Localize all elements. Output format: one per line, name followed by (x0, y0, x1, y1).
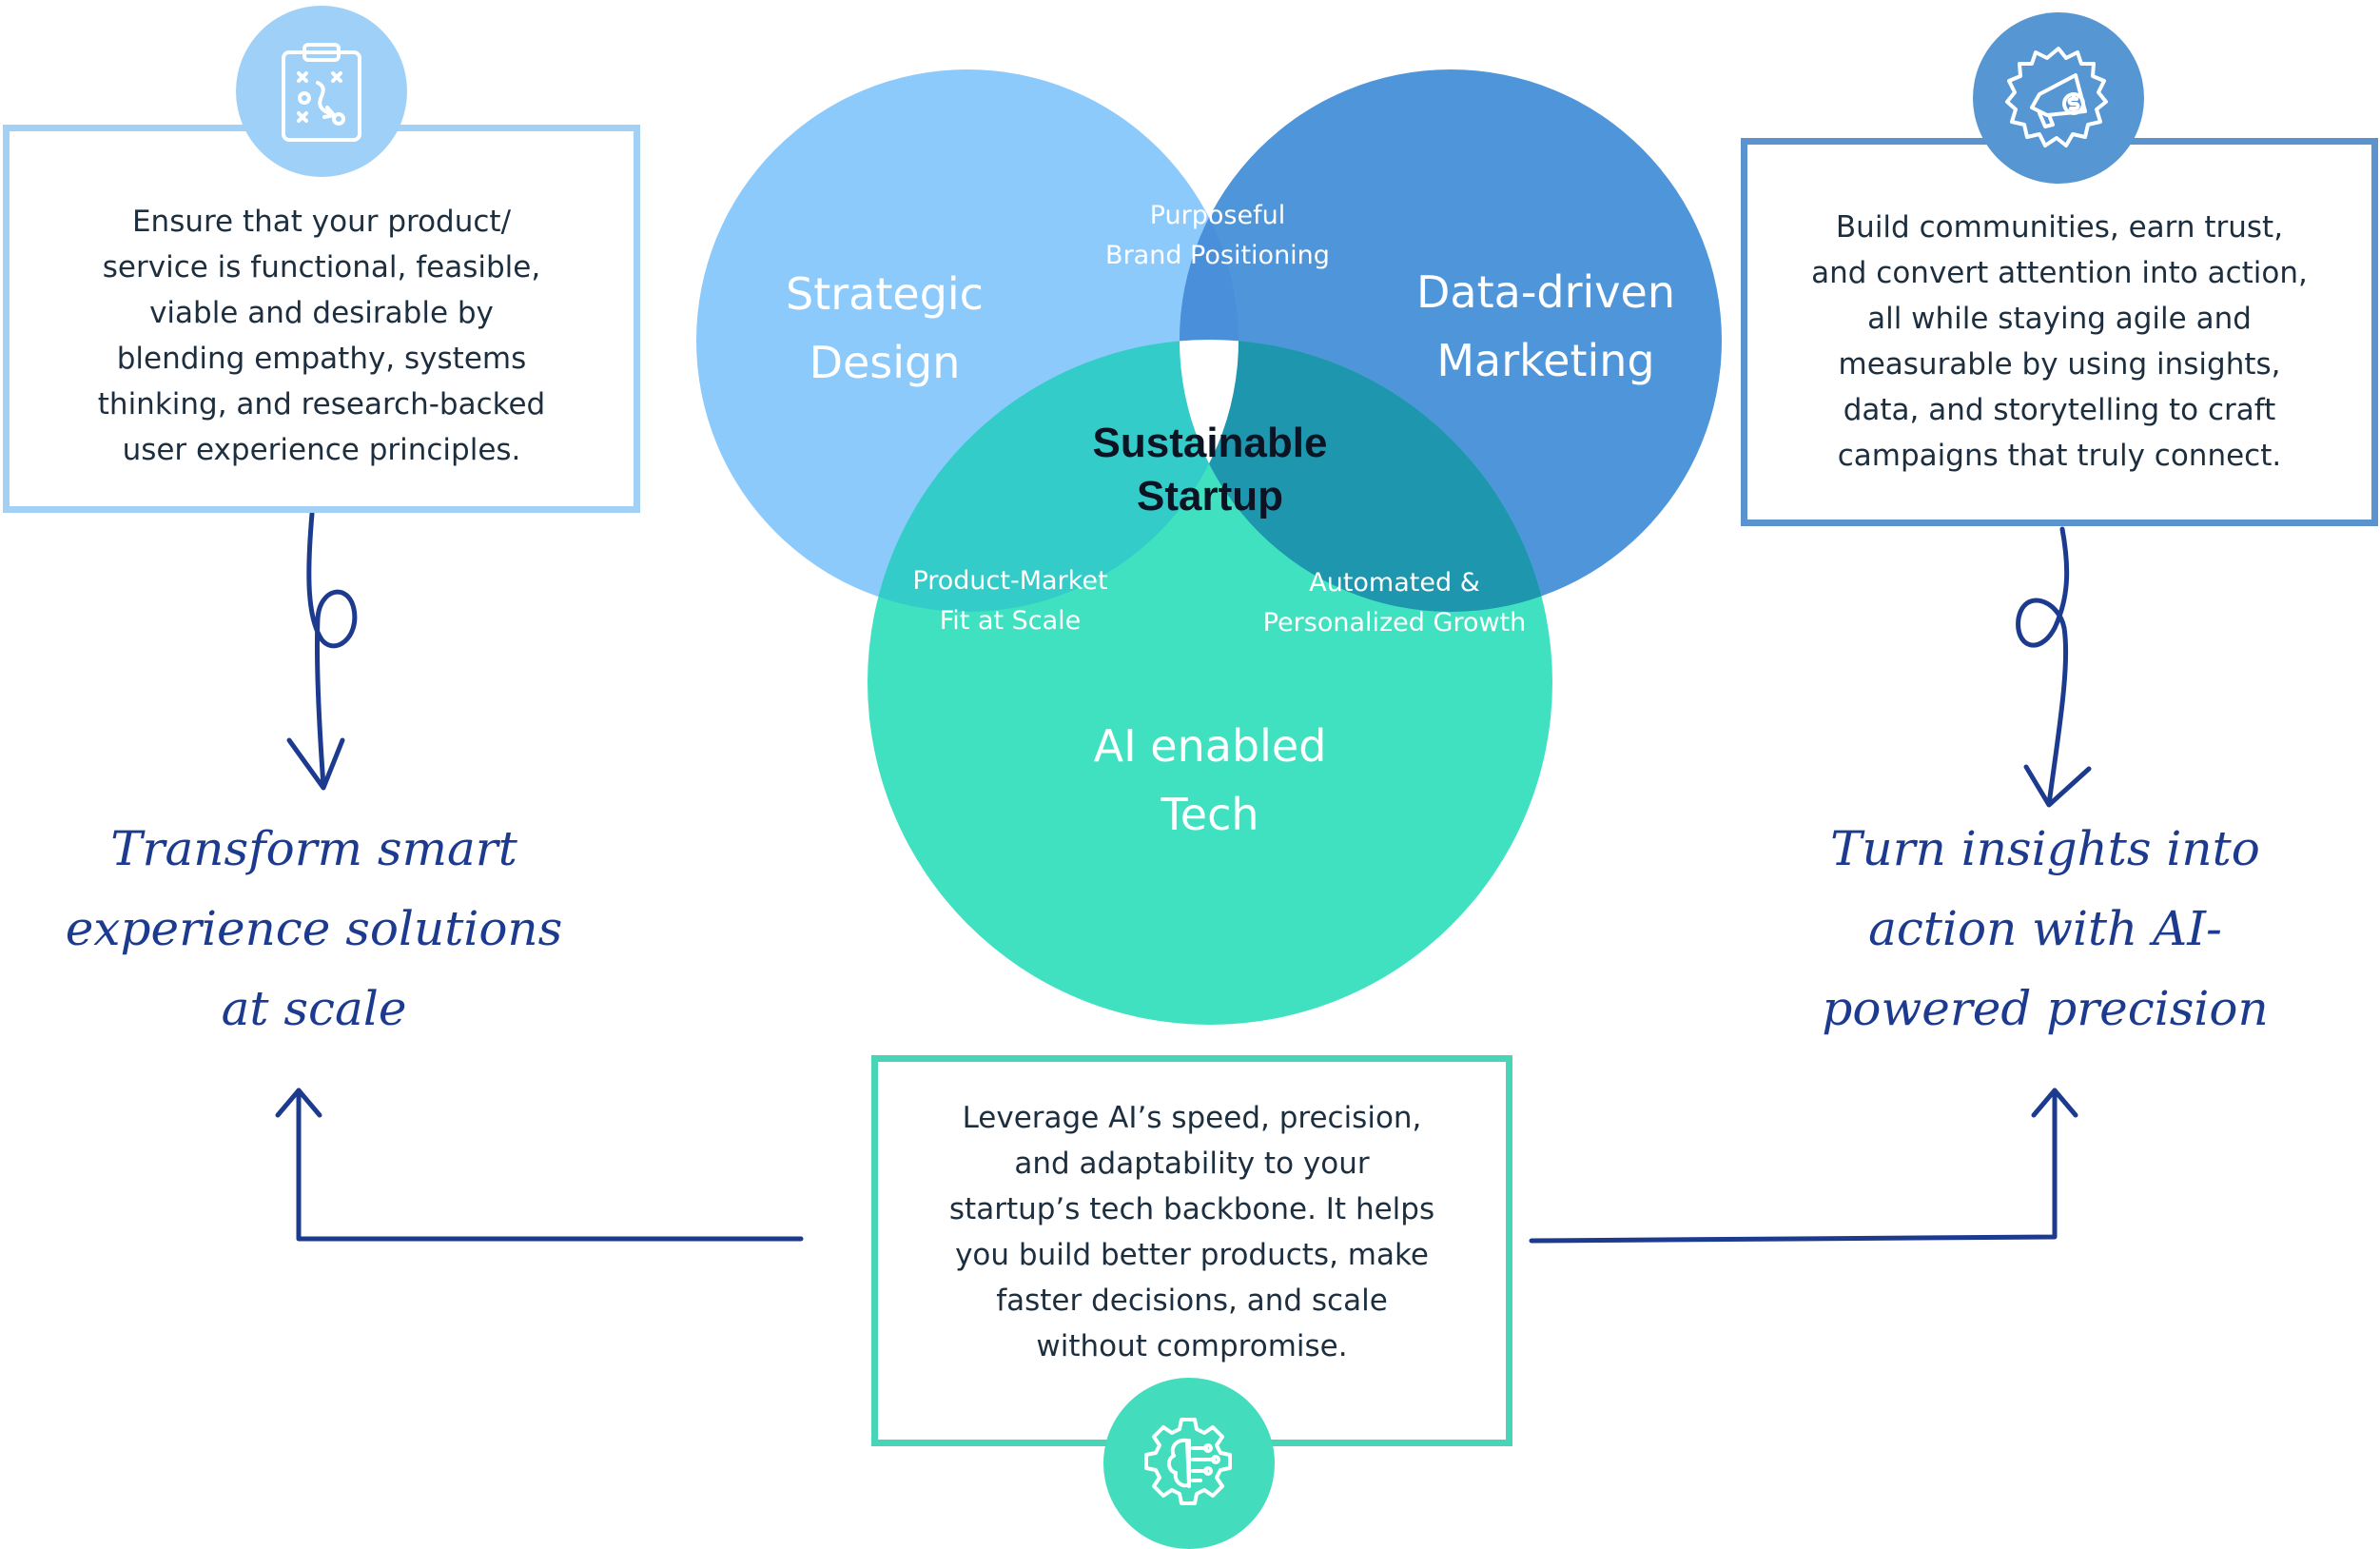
label-product-market-fit-line: Fit at Scale (940, 606, 1082, 636)
label-automated-personalized-growth-line: Automated & (1309, 568, 1480, 598)
label-ai-enabled-tech-line: AI enabled (1094, 720, 1327, 772)
arrowhead-right-up (2031, 1088, 2078, 1118)
loop-arrow-right (2016, 526, 2070, 807)
label-purposeful-brand-positioning-line: Brand Positioning (1105, 241, 1330, 270)
label-automated-personalized-growth-line: Personalized Growth (1263, 608, 1527, 637)
arrowhead-right-down (2023, 764, 2092, 808)
arrowhead-left-up (275, 1088, 322, 1118)
label-sustainable-startup-line: Sustainable (1093, 420, 1328, 466)
label-data-driven-marketing-line: Data-driven (1416, 266, 1675, 318)
label-strategic-design-line: Design (810, 337, 961, 388)
label-data-driven-marketing-line: Marketing (1436, 335, 1654, 386)
loop-arrow-left (306, 511, 358, 789)
label-product-market-fit-line: Product-Market (912, 566, 1107, 596)
marketing-description-text: Build communities, earn trust, and conve… (1811, 210, 2308, 473)
handwritten-caption-right: Turn insights into action with AI- power… (1822, 821, 2269, 1036)
design-description-text: Ensure that your product/ service is fun… (97, 205, 546, 467)
handwritten-caption-left: Transform smart experience solutions at … (65, 821, 563, 1036)
ai-brain-gear-icon (1103, 1378, 1275, 1549)
connector-left (296, 1088, 804, 1242)
label-purposeful-brand-positioning-line: Purposeful (1150, 201, 1285, 230)
tech-description-text: Leverage AI’s speed, precision, and adap… (948, 1100, 1435, 1363)
strategy-clipboard-icon (236, 6, 407, 177)
label-sustainable-startup-line: Startup (1137, 473, 1283, 520)
connector-right (1529, 1088, 2058, 1244)
label-strategic-design-line: Strategic (786, 268, 984, 320)
label-automated-personalized-growth: Automated & Personalized Growth (1263, 568, 1527, 637)
megaphone-dollar-icon (1973, 12, 2144, 184)
overlap-marketing-tech (1180, 340, 1552, 612)
overlap-design-tech (868, 340, 1239, 612)
arrowhead-left-down (286, 737, 345, 791)
label-ai-enabled-tech-line: Tech (1160, 789, 1258, 840)
design-description-box: Ensure that your product/ service is fun… (3, 125, 640, 513)
marketing-description-box: Build communities, earn trust, and conve… (1741, 138, 2378, 526)
